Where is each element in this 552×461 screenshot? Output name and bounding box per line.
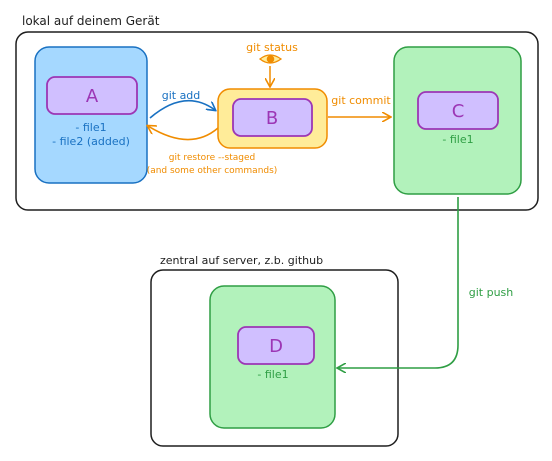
stage-c-label-box: [417, 91, 499, 130]
git-add-arrow: [149, 99, 215, 119]
stage-a-label: A: [86, 86, 99, 107]
central-frame: [150, 269, 399, 447]
stage-a-box: [34, 46, 148, 184]
central-title: zentral auf server, z.b. github: [160, 254, 323, 267]
stage-d-label: D: [269, 336, 283, 357]
git-push-arrow: [338, 197, 459, 368]
local-frame: [15, 31, 539, 211]
stage-d-file-1: - file1: [257, 368, 288, 381]
stage-a-file-2: - file2 (added): [52, 135, 130, 148]
stage-c-file-1: - file1: [442, 133, 473, 146]
git-commit-label: git commit: [331, 94, 391, 107]
stage-d-label-box: [237, 326, 315, 365]
stage-c-label: C: [452, 101, 465, 122]
stage-a-label-box: [46, 76, 138, 115]
git-push-label: git push: [469, 286, 514, 299]
git-status-label: git status: [246, 41, 298, 54]
git-restore-arrow: [148, 126, 219, 141]
stage-b-label-box: [232, 98, 313, 137]
stage-a-file-1: - file1: [75, 121, 106, 134]
eye-icon: [258, 54, 283, 64]
git-restore-label-1: git restore --staged: [169, 153, 255, 163]
local-title: lokal auf deinem Gerät: [22, 14, 160, 28]
stage-b-label: B: [266, 108, 278, 129]
git-add-label: git add: [162, 89, 201, 102]
git-restore-label-2: (and some other commands): [147, 166, 278, 176]
